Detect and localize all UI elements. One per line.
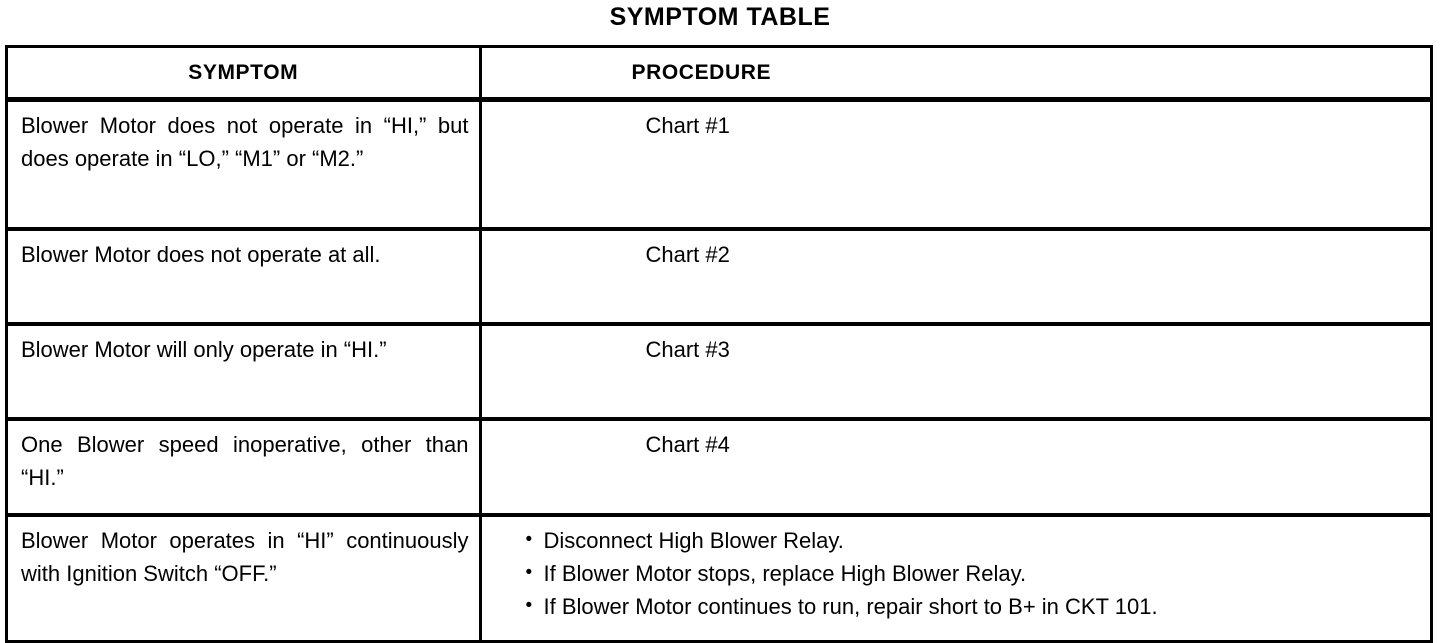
cell-procedure: Chart #2 — [480, 229, 1430, 324]
table-row: One Blower speed inoperative, other than… — [8, 419, 1430, 515]
cell-symptom: Blower Motor does not operate at all. — [8, 229, 482, 324]
bullet-icon: • — [525, 529, 533, 550]
table-header-row: SYMPTOM PROCEDURE — [8, 48, 1430, 102]
table-row: Blower Motor does not operate in “HI,” b… — [8, 99, 1430, 229]
bullet-icon: • — [525, 595, 533, 616]
list-item: • Disconnect High Blower Relay. — [526, 524, 1421, 557]
bullet-icon: • — [525, 562, 533, 583]
cell-procedure: Chart #3 — [480, 324, 1430, 419]
cell-procedure: Chart #4 — [480, 419, 1430, 515]
table-row: Blower Motor operates in “HI” continuous… — [8, 515, 1430, 640]
table-header: SYMPTOM PROCEDURE — [8, 48, 1430, 102]
cell-symptom: Blower Motor operates in “HI” continuous… — [8, 515, 482, 640]
cell-procedure: • Disconnect High Blower Relay. • If Blowe… — [480, 515, 1430, 640]
cell-symptom: Blower Motor does not operate in “HI,” b… — [8, 99, 482, 229]
symptom-text: Blower Motor does not operate at all. — [21, 242, 381, 267]
list-item: • If Blower Motor continues to run, repai… — [526, 590, 1421, 623]
symptom-table-page: SYMPTOM TABLE SYMPTOM PROCEDURE Blower M… — [5, 3, 1433, 643]
list-item-label: If Blower Motor stops, replace High Blow… — [543, 561, 1027, 586]
symptom-text: Blower Motor will only operate in “HI.” — [21, 337, 387, 362]
page-title: SYMPTOM TABLE — [609, 3, 831, 31]
list-item: • If Blower Motor stops, replace High Blo… — [526, 557, 1421, 590]
symptom-table: SYMPTOM PROCEDURE Blower Motor does not … — [5, 45, 1433, 643]
procedure-text: Chart #4 — [645, 432, 730, 457]
cell-symptom: One Blower speed inoperative, other than… — [8, 419, 482, 515]
cell-symptom: Blower Motor will only operate in “HI.” — [8, 324, 482, 419]
symptom-text: Blower Motor operates in “HI” continuous… — [21, 528, 469, 586]
column-header-symptom: SYMPTOM — [8, 48, 482, 102]
symptom-text: One Blower speed inoperative, other than… — [21, 432, 469, 490]
procedure-text: Chart #2 — [645, 242, 730, 267]
symptom-text: Blower Motor does not operate in “HI,” b… — [21, 113, 469, 171]
column-header-procedure: PROCEDURE — [480, 48, 1430, 102]
table-body: Blower Motor does not operate in “HI,” b… — [8, 99, 1430, 640]
cell-procedure: Chart #1 — [480, 99, 1430, 229]
procedure-text: Chart #3 — [645, 337, 730, 362]
list-item-label: Disconnect High Blower Relay. — [543, 528, 844, 553]
procedure-text: Chart #1 — [645, 113, 730, 138]
table-row: Blower Motor does not operate at all. Ch… — [8, 229, 1430, 324]
table-row: Blower Motor will only operate in “HI.” … — [8, 324, 1430, 419]
procedure-list: • Disconnect High Blower Relay. • If Blowe… — [494, 524, 1421, 623]
list-item-label: If Blower Motor continues to run, repair… — [543, 594, 1158, 619]
